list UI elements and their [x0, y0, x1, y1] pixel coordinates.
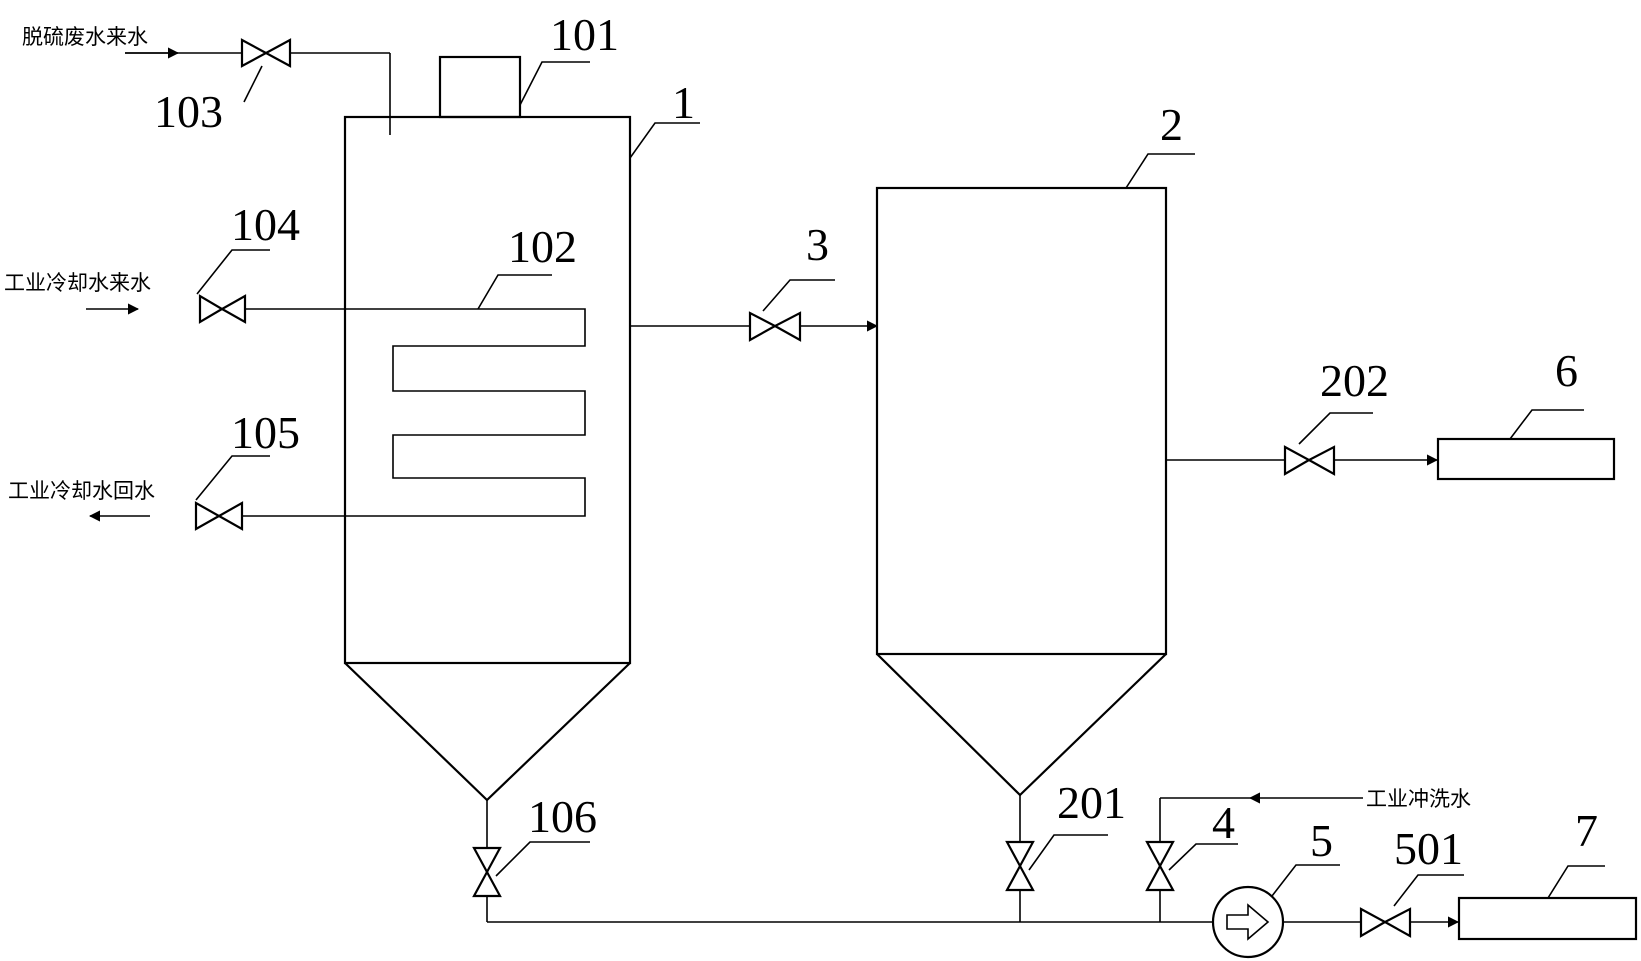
- number-1: 1: [672, 77, 695, 128]
- number-201: 201: [1057, 777, 1126, 828]
- tank-1: [343, 55, 632, 802]
- valve-3: [748, 311, 802, 342]
- pump-arrow-icon: [1226, 903, 1270, 941]
- valve-105: [194, 501, 244, 531]
- tank-6: [1436, 437, 1616, 481]
- number-3: 3: [806, 219, 829, 270]
- number-102: 102: [508, 221, 577, 272]
- tank-7: [1457, 896, 1638, 941]
- label-industrial-cooling-water-in: 工业冷却水来水: [4, 271, 151, 295]
- number-103: 103: [154, 86, 223, 137]
- number-4: 4: [1212, 797, 1235, 848]
- top-nozzle-101: [438, 55, 522, 119]
- valve-201: [1005, 840, 1035, 892]
- number-101: 101: [550, 9, 619, 60]
- number-7: 7: [1575, 805, 1598, 856]
- valve-106: [472, 846, 502, 898]
- number-202: 202: [1320, 355, 1389, 406]
- label-industrial-cooling-water-return: 工业冷却水回水: [8, 479, 155, 503]
- number-6: 6: [1555, 345, 1578, 396]
- number-2: 2: [1160, 99, 1183, 150]
- tank-2: [875, 186, 1168, 797]
- number-106: 106: [528, 791, 597, 842]
- valve-103: [240, 38, 292, 68]
- label-industrial-flush-water: 工业冲洗水: [1366, 787, 1471, 811]
- valve-104: [198, 294, 247, 324]
- number-501: 501: [1394, 823, 1463, 874]
- pump-5: [1211, 885, 1285, 959]
- label-desulfurization-wastewater-in: 脱硫废水来水: [22, 25, 148, 49]
- valve-4: [1145, 840, 1175, 892]
- number-105: 105: [231, 407, 300, 458]
- number-104: 104: [231, 199, 300, 250]
- number-5: 5: [1310, 815, 1333, 866]
- valve-501: [1359, 907, 1412, 938]
- valve-202: [1283, 445, 1336, 476]
- cooling-coil-102: [200, 308, 586, 517]
